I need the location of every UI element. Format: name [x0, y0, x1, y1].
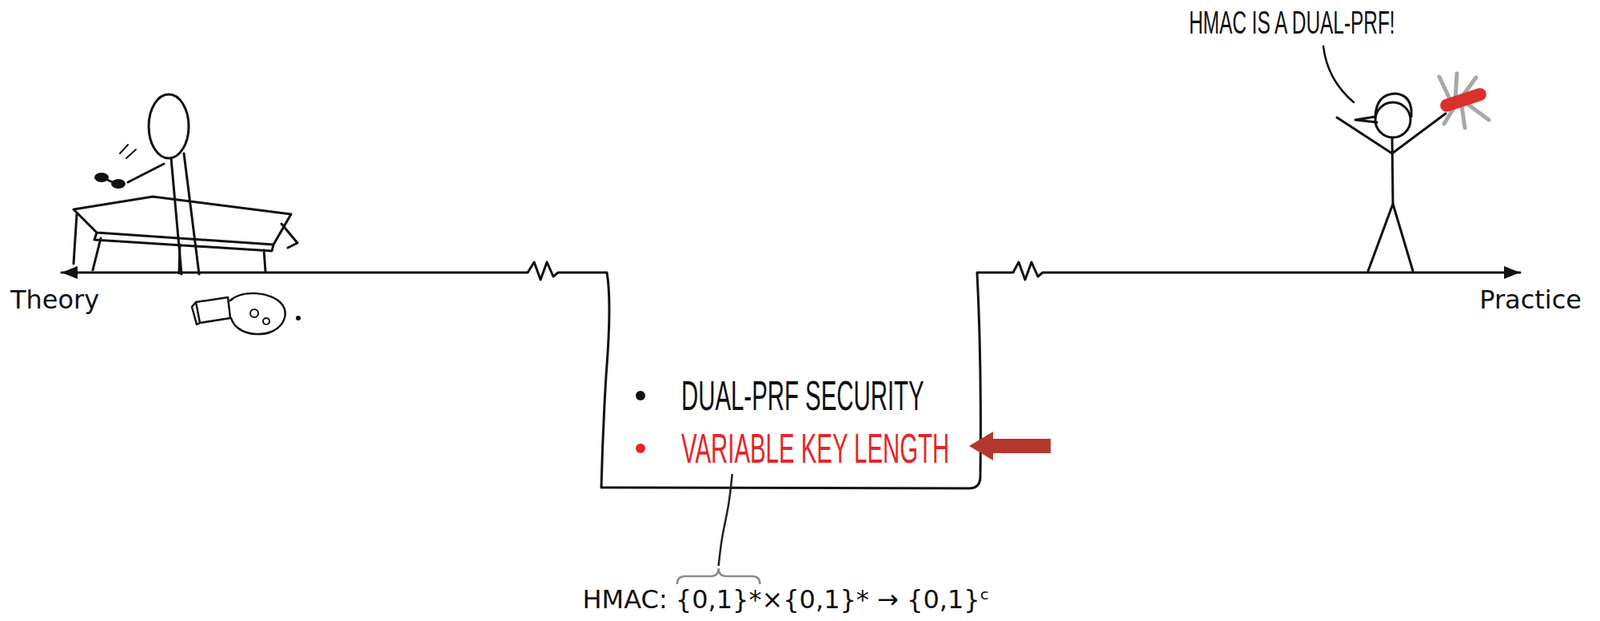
sunglasses	[107, 179, 113, 183]
pointer-arrow	[989, 438, 1051, 454]
figure-head	[148, 94, 189, 159]
ink-dot	[295, 315, 301, 321]
bullet	[635, 443, 646, 454]
axis-arrowhead	[61, 266, 78, 280]
figure-body	[127, 153, 200, 275]
axis-end-label: Theory	[10, 286, 100, 315]
ice-cube	[263, 318, 270, 325]
highlight-text: VARIABLE KEY LENGTH	[681, 426, 950, 472]
axis-end-label: Practice	[1479, 286, 1582, 315]
figure-body	[1336, 113, 1446, 272]
pointer-arrow	[969, 431, 994, 461]
axis-arrowhead	[1504, 266, 1521, 280]
speech-leader	[1323, 46, 1354, 103]
spilled-cup	[191, 297, 231, 325]
spilled-drink	[230, 293, 286, 335]
cap	[1355, 93, 1412, 123]
swiss-knife	[1438, 73, 1489, 128]
leader-line	[718, 474, 733, 567]
sunglasses	[94, 172, 109, 183]
sunglasses	[111, 179, 126, 189]
pit-region: DUAL-PRF SECURITY VARIABLE KEY LENGTH	[615, 279, 972, 480]
axis-line	[61, 262, 1521, 489]
bullet	[635, 391, 646, 401]
motion-marks	[119, 144, 136, 159]
speech-text: HMAC IS A DUAL-PRF!	[1189, 4, 1396, 40]
bullet-text: DUAL-PRF SECURITY	[681, 373, 925, 419]
ice-cube	[250, 309, 259, 318]
lounger	[73, 196, 298, 274]
figure-head	[1375, 102, 1411, 138]
formula: HMAC: {0,1}*×{0,1}* → {0,1}ᶜ	[582, 586, 990, 615]
knife-body	[1438, 86, 1489, 114]
curly-brace	[677, 568, 761, 585]
